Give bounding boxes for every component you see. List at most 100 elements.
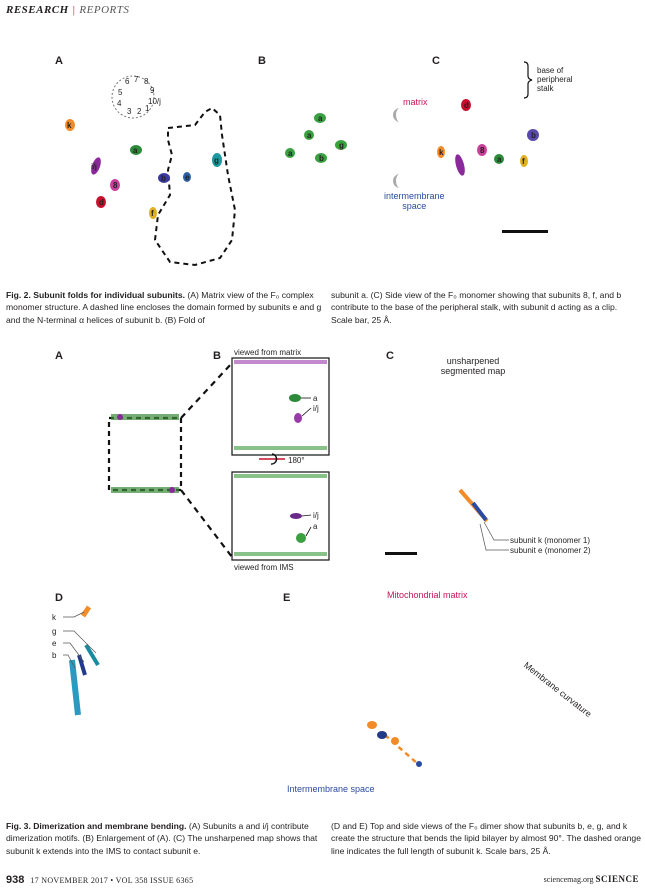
matrix-label: matrix: [403, 97, 428, 107]
helix-blob: [315, 153, 327, 163]
a-label-k: k: [67, 121, 72, 130]
subunit-d-blob: [461, 99, 471, 111]
a-label-ij: i/j: [91, 164, 97, 171]
clock-7: 7: [134, 75, 139, 84]
fig2-dashed-enclosure: [153, 106, 237, 267]
fig3-scale-bar: [385, 552, 417, 555]
top-box-subunit-ij: [294, 413, 302, 423]
bottom-box-label-a: a: [313, 522, 318, 531]
b-label-a3: a: [288, 149, 293, 158]
section-label: RESEARCH: [6, 4, 69, 16]
fig3-c-leader-e: [479, 523, 509, 551]
fig3-b-top-box: [231, 357, 330, 456]
subunit-8-blob: [477, 144, 487, 156]
fig2-scale-bar: [502, 230, 548, 233]
b-label-a2: a: [307, 131, 312, 140]
intermembrane-space-label-e: Intermembrane space: [287, 784, 375, 794]
fig3-c-e-density: [471, 501, 488, 522]
c-label-f: f: [522, 157, 525, 166]
fig2-caption-body: (A) Matrix view of the F₀ complex monome…: [6, 290, 322, 325]
fig3-d-densities: [69, 605, 100, 716]
subunit-8-blob: [110, 179, 120, 191]
fig3-caption-title: Fig. 3. Dimerization and membrane bendin…: [6, 821, 187, 831]
subunit-d-blob: [96, 196, 106, 208]
ims-grey-shape: [393, 174, 400, 188]
helix-blob: [314, 113, 326, 123]
clock-5: 5: [118, 88, 123, 97]
fig3-panel-c-label: C: [386, 350, 394, 362]
fig3-b-bottom-box: [231, 471, 330, 561]
fig3-c-leader-k: [483, 521, 509, 541]
clock-4: 4: [117, 99, 122, 108]
top-box-label-a: a: [313, 394, 318, 403]
intermembrane-space-label: intermembrane space: [384, 191, 445, 211]
fig3-panel-e-label: E: [283, 592, 291, 604]
c-label-d: d: [464, 101, 469, 110]
fig2-b-subunit-a: [285, 113, 347, 163]
d-label-b: b: [52, 651, 57, 660]
mitochondrial-matrix-label: Mitochondrial matrix: [387, 590, 468, 600]
fig2-panel-c-label: C: [432, 55, 440, 67]
subunit-k-dashed-orange: [384, 734, 419, 765]
c-label-a: a: [497, 155, 502, 164]
top-box-label-ij: i/j: [313, 404, 319, 413]
subunit-k-blob: [437, 146, 445, 158]
b-label-a1: a: [318, 114, 323, 123]
clock-3: 3: [127, 107, 132, 116]
peripheral-stalk-brace: [523, 61, 533, 99]
subunit-k-blob: [65, 119, 75, 131]
fig3-caption-right: (D and E) Top and side views of the F₀ d…: [331, 821, 641, 856]
fig2-caption-left: Fig. 2. Subunit folds for individual sub…: [6, 289, 322, 326]
clock-9: 9: [150, 86, 155, 95]
clock-10j: 10/j: [148, 97, 161, 106]
c-label-b: b: [531, 131, 536, 140]
rotation-arrow-icon: [270, 453, 278, 465]
fig2-panel-a-label: A: [55, 55, 63, 67]
bottom-box-subunit-ij: [290, 513, 302, 519]
leader-g: [63, 630, 97, 654]
fig3-panel-d-label: D: [55, 592, 63, 604]
b-label-b: b: [319, 154, 324, 163]
leader-b: [63, 654, 76, 669]
fig2-c-subunits: [437, 99, 539, 176]
unsharpened-map-label: unsharpened segmented map: [440, 356, 506, 376]
helix-blob: [285, 148, 295, 158]
subunit-f-blob: [149, 207, 157, 219]
clock-1: 1: [145, 104, 150, 113]
rotation-label: 180°: [288, 456, 305, 465]
fig2-caption-right: subunit a. (C) Side view of the F₀ monom…: [331, 290, 622, 325]
viewed-from-matrix-label: viewed from matrix: [234, 348, 302, 357]
a-label-a: a: [133, 146, 138, 155]
fig2-panel-b-label: B: [258, 55, 266, 67]
c-label-8: 8: [480, 146, 485, 155]
d-label-k: k: [52, 613, 56, 622]
a-label-8: 8: [113, 181, 118, 190]
subunit-b-blob: [158, 173, 170, 183]
site-name: sciencemag.org: [543, 875, 594, 884]
a-label-d: d: [99, 198, 104, 207]
page-number: 938: [6, 874, 25, 886]
fig3-caption-body: (A) Subunits a and i/j contribute dimeri…: [6, 821, 318, 856]
helix-blob: [304, 130, 314, 140]
a-label-f: f: [151, 209, 154, 218]
fig2-c-ring: [111, 75, 155, 119]
helix-blob: [335, 140, 347, 150]
subsection-label: REPORTS: [79, 4, 130, 16]
leader-k: [63, 611, 85, 618]
clock-2: 2: [137, 107, 142, 116]
c-label-k: k: [439, 148, 444, 157]
clock-6: 6: [125, 77, 130, 86]
zoom-line-top: [180, 362, 233, 419]
bottom-box-subunit-a: [296, 533, 306, 543]
journal-name: SCIENCE: [595, 874, 639, 884]
fig3-a-dashed-box: [107, 416, 183, 492]
fig3-panel-a-label: A: [55, 350, 63, 362]
subunit-k-label: subunit k (monomer 1): [510, 536, 591, 545]
subunit-ij-blob: [91, 157, 101, 175]
subunit-ij-blob: [455, 154, 465, 176]
a-label-b: b: [161, 174, 166, 183]
page-footer: 938 17 NOVEMBER 2017 • VOL 358 ISSUE 636…: [6, 874, 639, 886]
b-label-g: g: [339, 141, 344, 150]
a-label-g: g: [214, 156, 219, 165]
